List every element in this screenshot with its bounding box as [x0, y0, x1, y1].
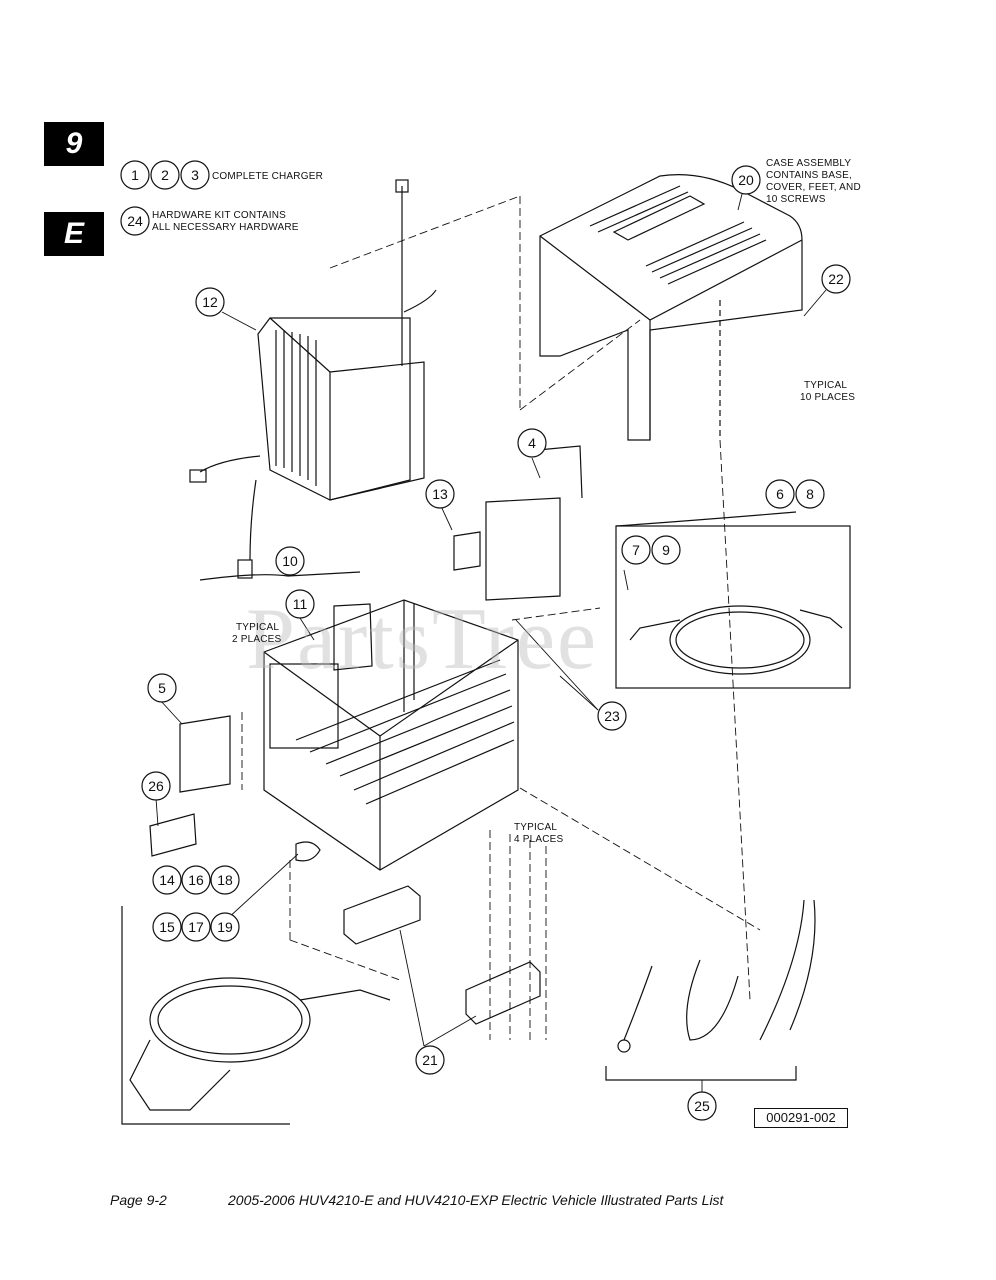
svg-text:5: 5 [158, 680, 166, 696]
callout-14 [152, 865, 182, 895]
small-parts [149, 445, 583, 862]
note-case-4: 10 SCREWS [766, 194, 826, 205]
callout-18 [210, 865, 240, 895]
note-typical10-2: 10 PLACES [800, 392, 855, 403]
callout-3 [180, 160, 210, 190]
svg-text:17: 17 [188, 919, 204, 935]
svg-text:4: 4 [528, 435, 536, 451]
wire-harness [605, 899, 816, 1081]
svg-text:3: 3 [191, 167, 199, 183]
callout-8 [795, 479, 825, 509]
footer-title: 2005-2006 HUV4210-E and HUV4210-EXP Elec… [228, 1192, 724, 1208]
callout-13 [425, 479, 455, 509]
footer-page: Page 9-2 [110, 1192, 167, 1208]
svg-text:1: 1 [131, 167, 139, 183]
reference-number: 000291-002 [754, 1108, 848, 1128]
brace-10 [199, 571, 361, 581]
callouts [120, 160, 851, 1121]
explode-lines [241, 195, 761, 1040]
svg-text:22: 22 [828, 271, 844, 287]
note-hardware-kit-1: HARDWARE KIT CONTAINS [152, 210, 286, 221]
svg-text:14: 14 [159, 872, 175, 888]
letter-tab: E [44, 212, 104, 256]
svg-text:11: 11 [293, 596, 308, 612]
callout-20 [731, 165, 761, 195]
svg-text:25: 25 [694, 1098, 710, 1114]
callout-16 [181, 865, 211, 895]
svg-text:19: 19 [217, 919, 233, 935]
note-hardware-kit-2: ALL NECESSARY HARDWARE [152, 222, 299, 233]
svg-text:8: 8 [806, 486, 814, 502]
callout-22 [821, 264, 851, 294]
callout-7 [621, 535, 651, 565]
callout-6 [765, 479, 795, 509]
callout-17 [181, 912, 211, 942]
callout-26 [141, 771, 171, 801]
note-typical4-1: TYPICAL [514, 822, 557, 833]
callout-10 [275, 546, 305, 576]
note-typical4-2: 4 PLACES [514, 834, 564, 845]
callout-2 [150, 160, 180, 190]
callout-25 [687, 1091, 717, 1121]
ac-cord [615, 525, 851, 689]
svg-text:20: 20 [738, 172, 754, 188]
callout-1 [120, 160, 150, 190]
brace-6-8 [615, 511, 797, 527]
svg-text:21: 21 [422, 1052, 438, 1068]
svg-text:13: 13 [432, 486, 448, 502]
callout-9 [651, 535, 681, 565]
case-cover [539, 174, 803, 441]
svg-text:10: 10 [282, 553, 298, 569]
charger-base [263, 599, 519, 871]
note-typical10-1: TYPICAL [804, 380, 847, 391]
svg-text:9: 9 [662, 542, 670, 558]
dc-cord [121, 906, 391, 1125]
svg-text:16: 16 [188, 872, 204, 888]
callout-labels: 1 2 3 24 20 22 12 4 13 6 8 7 9 10 11 5 2… [127, 167, 844, 1114]
callout-23 [597, 701, 627, 731]
svg-text:6: 6 [776, 486, 784, 502]
note-case-2: CONTAINS BASE, [766, 170, 852, 181]
section-tab: 9 [44, 122, 104, 166]
case-feet [343, 885, 541, 1025]
callout-21 [415, 1045, 445, 1075]
callout-15 [152, 912, 182, 942]
svg-text:7: 7 [632, 542, 640, 558]
notes: COMPLETE CHARGER HARDWARE KIT CONTAINS A… [152, 158, 861, 845]
callout-4 [517, 428, 547, 458]
svg-text:26: 26 [148, 778, 164, 794]
leader-lines [155, 193, 827, 1092]
svg-text:24: 24 [127, 213, 143, 229]
callout-19 [210, 912, 240, 942]
svg-text:2: 2 [161, 167, 169, 183]
transformer [189, 179, 437, 579]
svg-text:12: 12 [202, 294, 218, 310]
note-complete-charger: COMPLETE CHARGER [212, 171, 323, 182]
callout-24 [120, 206, 150, 236]
note-typical2-2: 2 PLACES [232, 634, 282, 645]
callout-12 [195, 287, 225, 317]
note-typical2-1: TYPICAL [236, 622, 279, 633]
svg-text:23: 23 [604, 708, 620, 724]
svg-text:15: 15 [159, 919, 175, 935]
note-case-1: CASE ASSEMBLY [766, 158, 851, 169]
note-case-3: COVER, FEET, AND [766, 182, 861, 193]
callout-11 [285, 589, 315, 619]
callout-5 [147, 673, 177, 703]
svg-text:18: 18 [217, 872, 233, 888]
